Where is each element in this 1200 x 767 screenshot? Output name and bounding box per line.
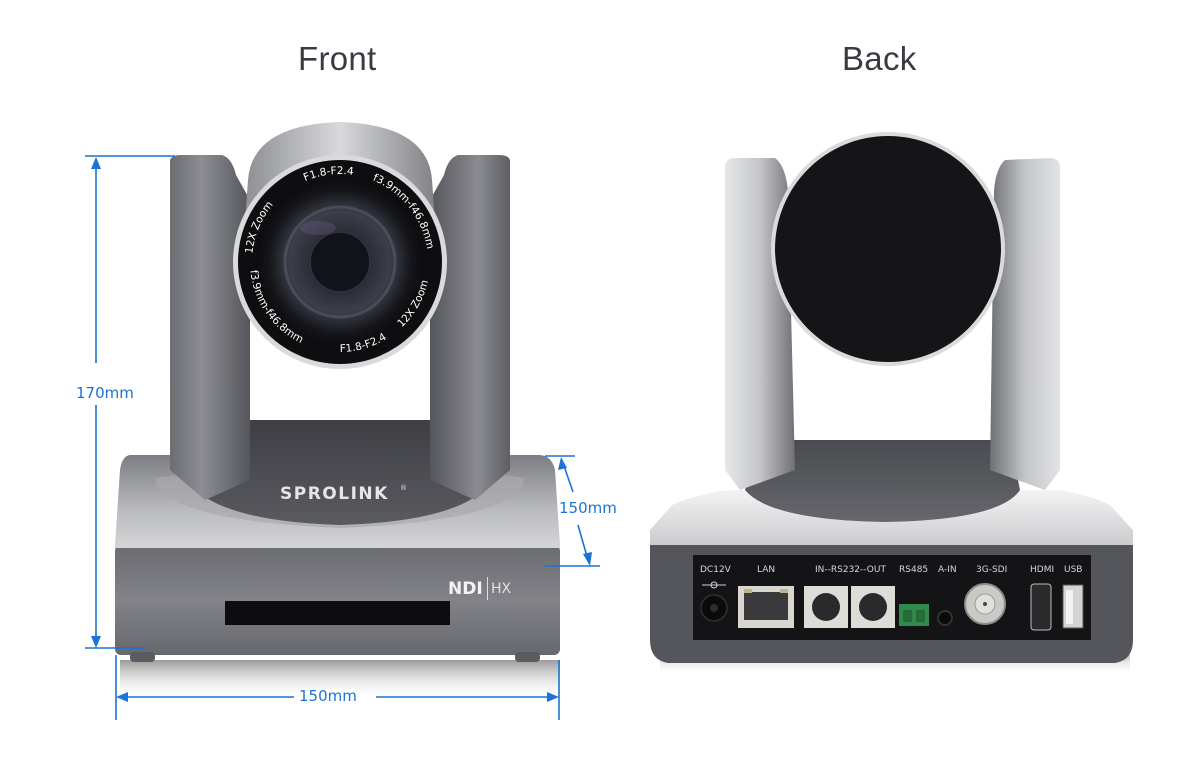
back-yoke <box>745 440 1020 522</box>
depth-dimension-label: 150mm <box>559 499 617 517</box>
port-label-rs232: IN--RS232--OUT <box>815 565 886 575</box>
back-title: Back <box>842 40 917 77</box>
port-label-usb: USB <box>1064 565 1082 575</box>
front-arm-right <box>430 155 510 500</box>
port-label-rs485: RS485 <box>899 565 928 575</box>
lan-led-left <box>744 589 752 593</box>
registered-mark: ® <box>400 484 407 492</box>
dimension-lines <box>85 155 600 720</box>
hx-logo: HX <box>491 581 512 597</box>
port-label-ain: A-IN <box>938 565 957 575</box>
front-lens-inner-ring <box>283 205 397 319</box>
front-foot-left <box>130 652 155 662</box>
port-label-3gsdi: 3G-SDI <box>976 565 1007 575</box>
dc12v-pin <box>710 604 718 612</box>
sdi-bnc-pin <box>983 602 987 606</box>
front-lens-core <box>309 231 371 293</box>
rs232-out-socket <box>859 593 887 621</box>
audio-in-port <box>937 610 953 626</box>
front-lens-reflection <box>300 221 336 235</box>
back-cover <box>775 136 1001 362</box>
rs232-in-socket <box>812 593 840 621</box>
lan-port-opening <box>744 592 788 620</box>
front-foot-right <box>515 652 540 662</box>
brand-logo: SPROLINK <box>280 484 389 504</box>
dc-polarity-circle <box>710 581 718 589</box>
usb-port-tongue <box>1066 590 1073 624</box>
port-label-hdmi: HDMI <box>1030 565 1054 575</box>
port-label-dc12v: DC12V <box>700 565 732 575</box>
ndi-logo-divider <box>487 577 488 600</box>
front-title: Front <box>298 40 377 77</box>
rs485-terminal-1 <box>903 610 912 622</box>
lan-led-right <box>780 589 788 593</box>
front-base-face <box>115 545 560 655</box>
front-arm-left <box>170 155 250 500</box>
rs485-terminal-2 <box>916 610 925 622</box>
back-arm-right <box>990 158 1060 490</box>
front-base-edge-highlight <box>115 545 560 548</box>
ndi-logo: NDI <box>448 579 483 599</box>
hdmi-port <box>1030 583 1052 631</box>
front-yoke <box>180 420 500 525</box>
width-dimension-label: 150mm <box>299 687 357 705</box>
height-dimension-label: 170mm <box>76 384 134 402</box>
port-label-lan: LAN <box>757 565 775 575</box>
port-labels: DC12V LAN IN--RS232--OUT RS485 A-IN 3G-S… <box>700 565 1082 575</box>
front-ir-window <box>225 601 450 625</box>
